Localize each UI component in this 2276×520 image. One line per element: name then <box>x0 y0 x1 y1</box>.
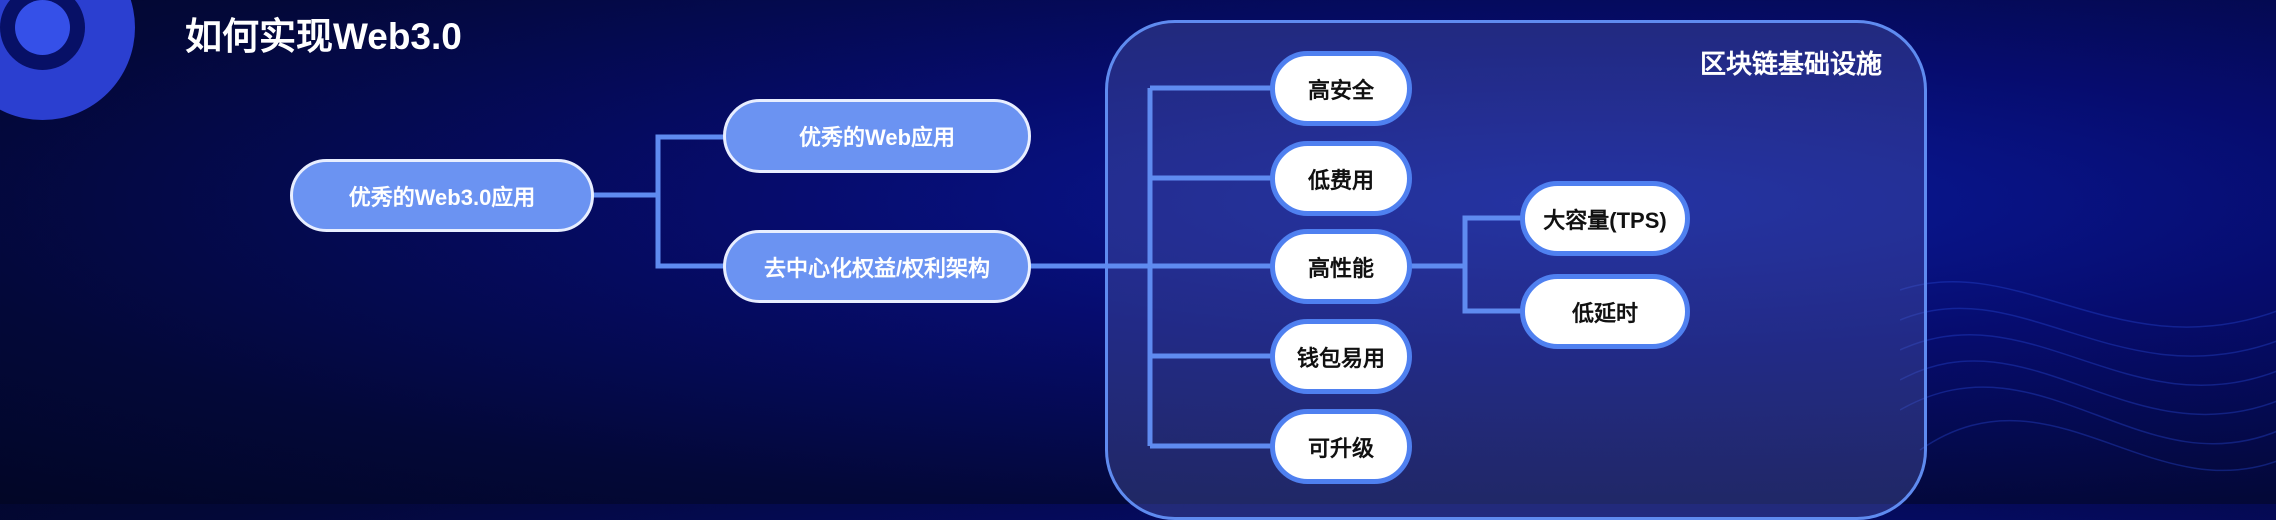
node-upgradeable: 可升级 <box>1270 409 1412 484</box>
node-web-app: 优秀的Web应用 <box>723 99 1031 173</box>
node-high-performance: 高性能 <box>1270 229 1412 304</box>
node-decentralized-rights: 去中心化权益/权利架构 <box>723 230 1031 303</box>
node-wallet-usability: 钱包易用 <box>1270 319 1412 394</box>
node-low-fee: 低费用 <box>1270 141 1412 216</box>
node-low-latency: 低延时 <box>1520 274 1690 349</box>
node-large-capacity: 大容量(TPS) <box>1520 181 1690 256</box>
node-root: 优秀的Web3.0应用 <box>290 159 594 232</box>
node-high-security: 高安全 <box>1270 51 1412 126</box>
connector-lines <box>0 0 2276 504</box>
